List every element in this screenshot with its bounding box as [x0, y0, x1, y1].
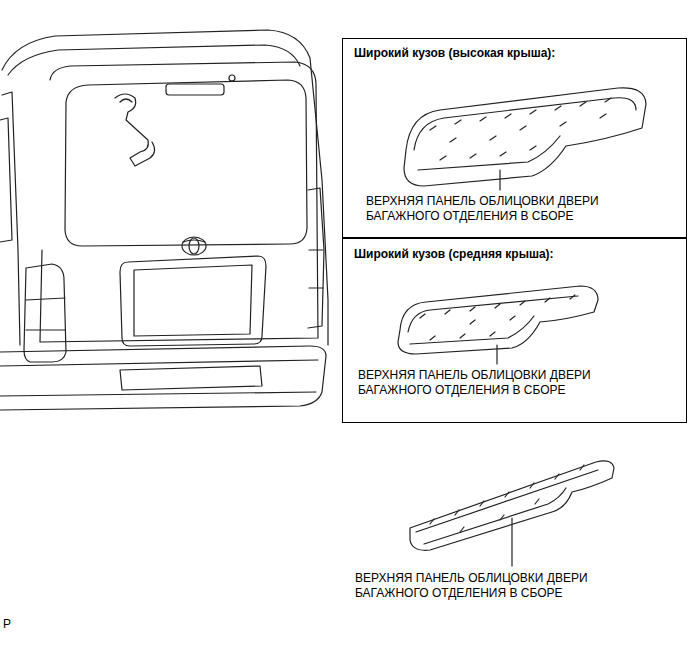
- wiper: [115, 94, 155, 166]
- section-heading: Широкий кузов (высокая крыша):: [354, 46, 555, 61]
- frame-section: Широкий кузов (средняя крыша): ВЕРХНЯЯ ПА…: [342, 237, 687, 423]
- trim-panel: [404, 88, 646, 186]
- tail-lamp: [24, 264, 66, 362]
- washer-nozzle: [229, 75, 235, 81]
- tail-lamp: [308, 188, 324, 328]
- leader-line: [499, 170, 500, 190]
- trim-panel: [408, 296, 578, 344]
- rear-glass: [65, 80, 307, 246]
- door-outline: [40, 62, 318, 342]
- license-recess: [120, 256, 266, 346]
- bumper: [0, 346, 326, 410]
- van-body: [2, 30, 328, 345]
- tail-lamp: [26, 298, 65, 330]
- bumper-step: [120, 366, 262, 390]
- frame-section: Широкий кузов (высокая крыша): ВЕРХНЯЯ ПА…: [342, 38, 687, 239]
- bumper: [0, 360, 318, 396]
- leader-line: [511, 518, 512, 566]
- trim-panel: [414, 98, 636, 170]
- van-roof-line: [8, 45, 300, 75]
- trim-panel: [416, 470, 598, 544]
- page-mark: P: [3, 617, 23, 632]
- part-name: ВЕРХНЯЯ ПАНЕЛЬ ОБЛИЦОВКИ ДВЕРИ БАГАЖНОГО…: [355, 571, 625, 601]
- emblem: [182, 237, 206, 255]
- part-name: ВЕРХНЯЯ ПАНЕЛЬ ОБЛИЦОВКИ ДВЕРИ БАГАЖНОГО…: [358, 368, 628, 398]
- trim-panel: [398, 286, 598, 354]
- trim-clips: [420, 295, 575, 340]
- part-name: ВЕРХНЯЯ ПАНЕЛЬ ОБЛИЦОВКИ ДВЕРИ БАГАЖНОГО…: [366, 194, 636, 224]
- trim-clips: [430, 465, 584, 532]
- emblem: [183, 240, 205, 242]
- section-heading: Широкий кузов (средняя крыша):: [354, 247, 554, 262]
- leader-line: [496, 345, 497, 364]
- license-recess: [134, 265, 252, 336]
- tail-lamp: [309, 250, 323, 288]
- trim-clips: [430, 98, 611, 160]
- van-side-window: [0, 118, 12, 242]
- stop-lamp: [166, 84, 224, 95]
